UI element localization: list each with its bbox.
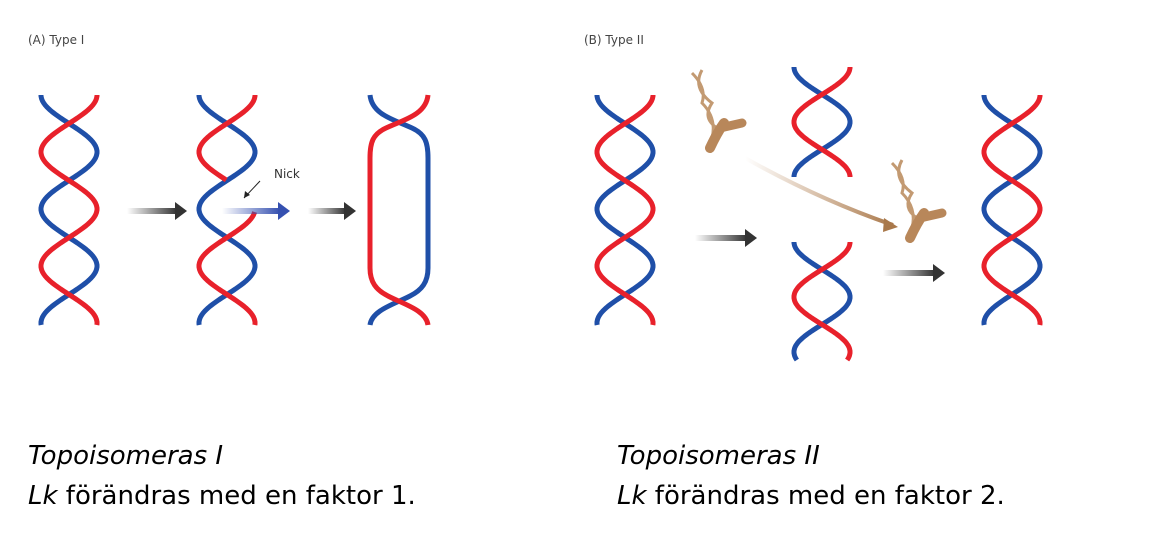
helix-b2-bottom-blue-strand <box>791 242 853 362</box>
helix-a1-red-strand <box>38 95 100 326</box>
helix-b3-red-strand <box>981 95 1043 326</box>
panel-a-label: (A) Type I <box>28 33 85 47</box>
arrow-b2-shaft <box>883 270 935 276</box>
arrow-a1-shaft <box>127 208 177 214</box>
helix-b1-blue-strand <box>594 95 656 326</box>
arrow-a2-blue-head <box>278 202 290 220</box>
helix-b1-red-strand <box>594 95 656 326</box>
helix-b2-top-blue-strand <box>791 67 853 177</box>
caption-type-i-lk: Lk <box>28 481 58 511</box>
nick-pointer-head <box>244 191 250 198</box>
caption-type-i-text: förändras med en faktor 1. <box>57 481 416 511</box>
caption-type-ii-title: Topoisomeras II <box>617 441 820 471</box>
caption-type-ii: Topoisomeras II Lk förändras med en fakt… <box>617 436 1005 516</box>
enzyme-dna-2-arm <box>915 208 947 223</box>
helix-b3-blue-strand <box>981 95 1043 326</box>
helix-a2-nicked-red-strand <box>196 95 258 326</box>
caption-type-i: Topoisomeras I Lk förändras med en fakto… <box>28 436 416 516</box>
enzyme-dna-1-strand-2 <box>697 69 718 130</box>
helix-a2-nicked-blue-strand <box>196 95 258 326</box>
caption-type-ii-lk: Lk <box>617 481 647 511</box>
arrow-a3-shaft <box>308 208 346 214</box>
transfer-arrow-head <box>883 218 898 232</box>
enzyme-dna-2-strand-2 <box>897 159 918 220</box>
nick-label: Nick <box>274 167 300 181</box>
panel-b-label: (B) Type II <box>584 33 644 47</box>
arrow-a1-head <box>175 202 187 220</box>
helix-a3-red-strand <box>367 94 431 326</box>
helix-b2-bottom-red-strand <box>791 242 853 362</box>
arrow-b1-head <box>745 229 757 247</box>
helix-b2-top-red-strand <box>791 67 853 177</box>
helix-a1-blue-strand <box>38 95 100 326</box>
caption-type-i-title: Topoisomeras I <box>28 441 224 471</box>
caption-type-ii-text: förändras med en faktor 2. <box>646 481 1005 511</box>
arrow-b2-head <box>933 264 945 282</box>
enzyme-dna-1-arm <box>715 118 747 133</box>
arrow-a2-blue-shaft <box>222 208 280 214</box>
arrow-b1-shaft <box>695 235 747 241</box>
transfer-arrow <box>744 156 894 227</box>
arrow-a3-head <box>344 202 356 220</box>
